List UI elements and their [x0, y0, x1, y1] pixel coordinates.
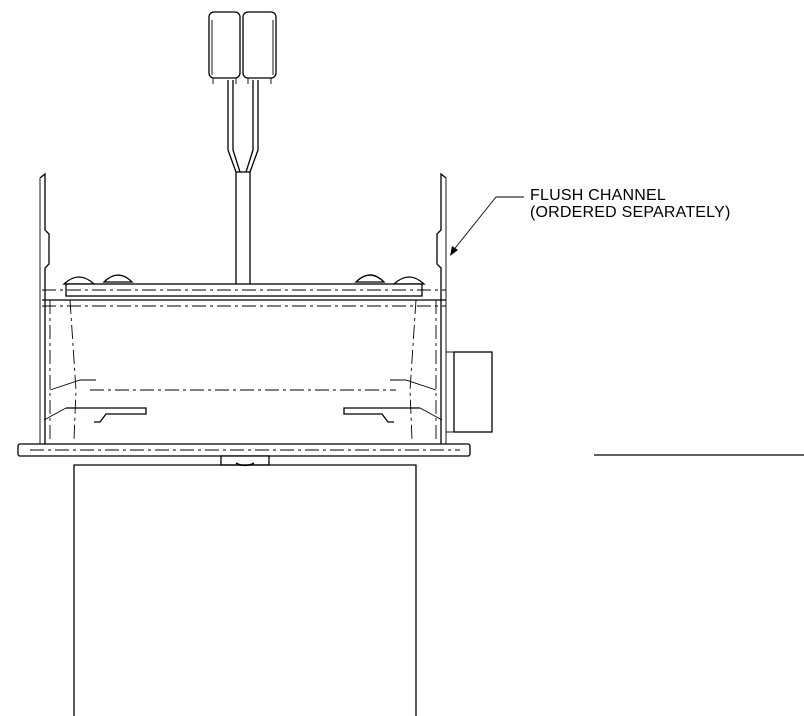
- lamp-body: [73, 464, 417, 716]
- housing-body: [49, 299, 437, 441]
- wire-leads: [227, 80, 259, 295]
- flush-channel-right: [436, 172, 447, 444]
- junction-box: [446, 351, 493, 433]
- mounting-plate: [42, 283, 446, 307]
- callout-line-2: (ORDERED SEPARATELY): [530, 204, 731, 221]
- flush-channel-left: [39, 172, 50, 444]
- callout-label: FLUSH CHANNEL (ORDERED SEPARATELY): [530, 187, 730, 221]
- trim-neck: [220, 455, 270, 467]
- spring-clips: [43, 407, 443, 423]
- callout-line-1: FLUSH CHANNEL: [530, 187, 666, 204]
- ceiling-flange: [17, 443, 471, 457]
- callout-leader: [450, 196, 524, 256]
- connector-plug: [208, 11, 277, 84]
